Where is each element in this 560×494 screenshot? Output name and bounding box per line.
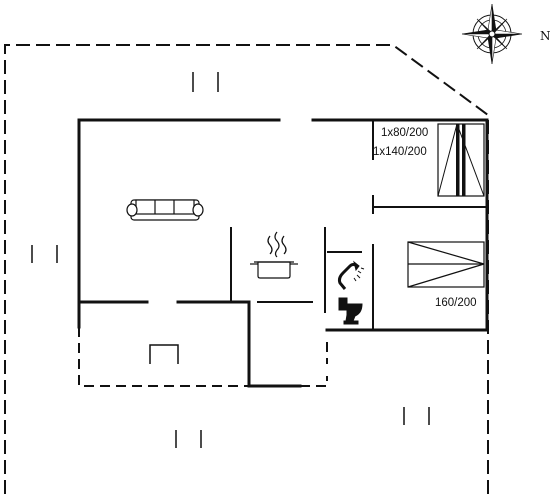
bed-label-double-1: 1x140/200 xyxy=(373,146,427,158)
interior-walls xyxy=(230,120,487,329)
single-bed-icon xyxy=(437,123,485,197)
terrace-marks xyxy=(31,72,430,448)
terrace-mark-icon xyxy=(149,344,179,364)
sofa-icon xyxy=(126,199,204,221)
plot-boundary xyxy=(4,44,489,494)
compass-north-label: N xyxy=(540,29,551,43)
compass-rose-icon xyxy=(461,3,523,65)
double-bed-icon xyxy=(407,241,485,288)
toilet-icon xyxy=(338,297,363,325)
house-walls xyxy=(77,118,489,388)
entrance-outline xyxy=(300,342,328,387)
terrace-outline xyxy=(78,327,248,387)
shower-icon xyxy=(337,260,365,290)
bed-label-single: 1x80/200 xyxy=(381,127,428,139)
cooking-pot-icon xyxy=(250,231,298,279)
bed-label-double-2: 160/200 xyxy=(435,297,477,309)
